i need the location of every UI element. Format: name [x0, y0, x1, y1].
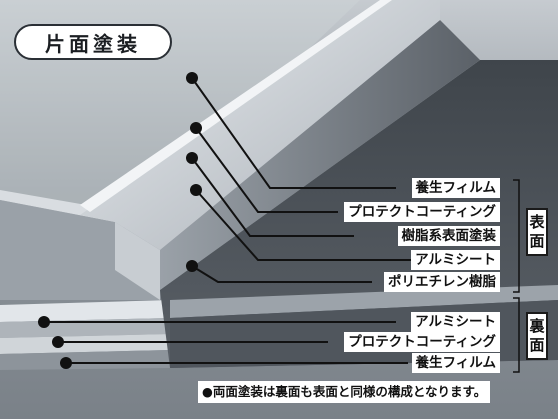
- front-leaders: [191, 77, 412, 283]
- back-sheet-face: [0, 200, 160, 300]
- leader-front-1: [191, 77, 396, 189]
- panel-front-strip: [115, 222, 160, 300]
- dot-back-1: [38, 316, 50, 328]
- front-dots: [186, 72, 202, 272]
- back-group-char-2: 面: [529, 336, 545, 354]
- label-back-3: 養生フィルム: [411, 353, 500, 373]
- dot-back-2: [52, 336, 64, 348]
- back-layer-3: [0, 334, 170, 354]
- leader-front-3: [191, 157, 354, 237]
- title-text: 片面塗装: [45, 31, 141, 56]
- label-front-5: ポリエチレン樹脂: [384, 272, 500, 292]
- back-group-bracket: [513, 297, 520, 373]
- front-group-char-1: 表: [529, 213, 545, 231]
- dot-front-1: [186, 72, 198, 84]
- leader-front-2: [195, 127, 338, 213]
- back-group-char-1: 裏: [529, 317, 545, 335]
- footnote: ●両面塗装は裏面も表面と同様の構成となります。: [198, 381, 491, 403]
- panel-top-ridge: [80, 0, 392, 212]
- leader-front-5: [191, 265, 372, 283]
- front-group-char-2: 面: [529, 232, 545, 250]
- label-back-1: アルミシート: [411, 312, 500, 332]
- label-back-2: プロテクトコーティング: [344, 332, 500, 352]
- front-group-bracket: [513, 179, 520, 293]
- dot-front-2: [190, 122, 202, 134]
- back-group-label: 裏 面: [526, 312, 548, 360]
- back-leaders: [44, 321, 408, 364]
- leader-front-4: [195, 189, 412, 261]
- back-layer-4: [0, 350, 170, 370]
- back-dots: [38, 316, 72, 369]
- panel-top-face: [80, 0, 440, 250]
- label-front-2: プロテクトコーティング: [344, 202, 500, 222]
- dot-front-5: [186, 260, 198, 272]
- dot-front-4: [190, 184, 202, 196]
- dot-front-3: [186, 152, 198, 164]
- lower-slab-top: [170, 285, 558, 318]
- dot-back-3: [60, 357, 72, 369]
- label-front-4: アルミシート: [411, 250, 500, 270]
- label-front-3: 樹脂系表面塗装: [397, 226, 500, 246]
- front-group-label: 表 面: [526, 208, 548, 256]
- title-badge: 片面塗装: [14, 24, 172, 60]
- label-front-1: 養生フィルム: [411, 178, 500, 198]
